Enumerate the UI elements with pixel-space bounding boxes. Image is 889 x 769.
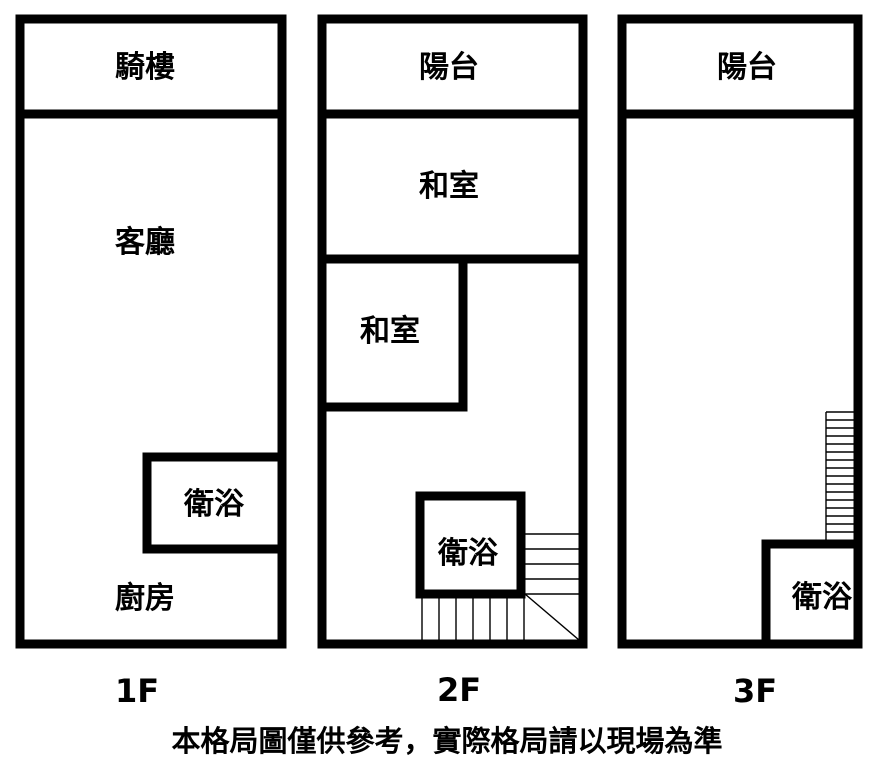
floor-1f-bath-wall	[142, 452, 287, 554]
floor-1f-arcade-label: 騎樓	[115, 50, 175, 85]
floor-3f-bath-wall	[761, 539, 858, 644]
floor-2f-walls	[317, 14, 588, 649]
floor-2f-balcony-label: 陽台	[419, 50, 479, 85]
floor-1f-outline	[15, 14, 287, 649]
floor-2f-tatami-2-label: 和室	[360, 314, 420, 349]
floor-3f-balcony-label: 陽台	[717, 50, 777, 85]
floor-2f-stair-upper	[524, 533, 580, 641]
floor-3f-outline	[617, 14, 863, 649]
floor-3f-label: 3F	[733, 672, 777, 710]
floor-2f-tatami2-wall	[322, 259, 468, 412]
floor-2f-bath-label: 衛浴	[437, 536, 499, 571]
floor-3f-bath-label: 衛浴	[791, 580, 853, 615]
floor-1f-walls	[15, 14, 287, 649]
floor-2f-tatami-1-label: 和室	[419, 169, 479, 204]
floor-1f-kitchen-label: 廚房	[115, 581, 175, 616]
floor-1f-label: 1F	[115, 672, 159, 710]
floor-1f-living-label: 客廳	[115, 225, 175, 260]
floor-2f-outline	[317, 14, 588, 649]
floor-3f-walls	[617, 14, 863, 649]
floor-1f-bath-label: 衛浴	[183, 487, 245, 522]
floor-2f-bath-wall	[415, 491, 526, 599]
floor-2f-label: 2F	[437, 671, 481, 709]
disclaimer-text: 本格局圖僅供參考，實際格局請以現場為準	[171, 724, 722, 758]
floor-3f-stair	[825, 411, 854, 540]
floor-2f-stair-lower	[421, 598, 525, 640]
